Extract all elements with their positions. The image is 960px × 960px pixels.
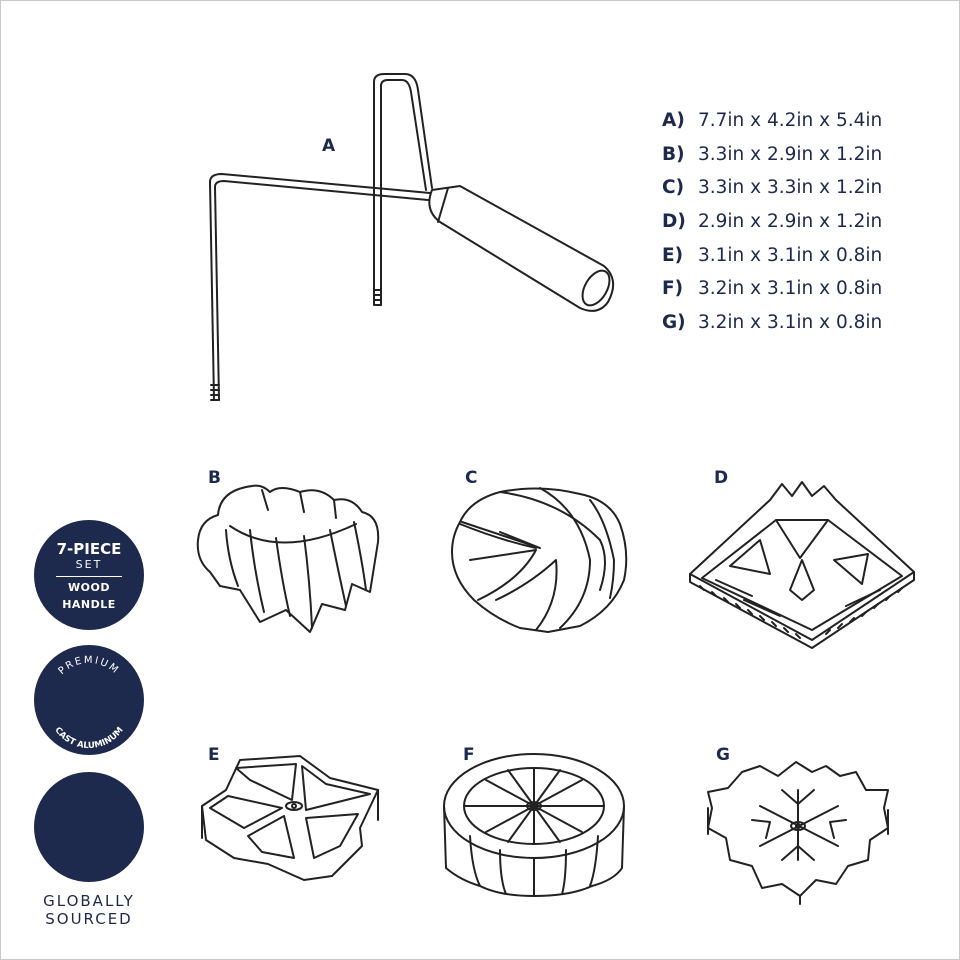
mold-f-drawing: [443, 753, 625, 897]
svg-text:CAST ALUMINUM: CAST ALUMINUM: [52, 725, 125, 751]
dimension-value: 7.7in x 4.2in x 5.4in: [698, 110, 883, 132]
mold-d-drawing: [689, 481, 915, 649]
badge-line1: WOOD: [68, 581, 110, 594]
mold-g-drawing: [707, 761, 889, 905]
label-d: D: [714, 468, 729, 488]
dimension-key: G): [662, 311, 686, 333]
dimension-key: C): [662, 177, 685, 199]
dimensions-list: A) 7.7in x 4.2in x 5.4in B) 3.3in x 2.9i…: [662, 104, 882, 339]
svg-text:PREMIUM: PREMIUM: [56, 655, 121, 677]
badge-cast-aluminum-text: CAST ALUMINUM: [52, 725, 125, 751]
dimension-key: D): [662, 211, 686, 233]
badge-divider: [56, 576, 122, 577]
badge-subtitle: SET: [75, 558, 103, 571]
mold-c-drawing: [451, 487, 628, 633]
dimension-key: F): [662, 278, 684, 300]
dimension-row: B) 3.3in x 2.9in x 1.2in: [662, 138, 882, 172]
dimension-row: A) 7.7in x 4.2in x 5.4in: [662, 104, 882, 138]
label-c: C: [465, 468, 478, 488]
dimension-key: A): [662, 110, 685, 132]
badge-ring-text: PREMIUM CAST ALUMINUM: [52, 655, 125, 751]
dimension-row: E) 3.1in x 3.1in x 0.8in: [662, 238, 882, 272]
mold-b-drawing: [196, 484, 380, 633]
cast-aluminum-badge: PREMIUM CAST ALUMINUM: [34, 645, 144, 755]
dimension-value: 3.1in x 3.1in x 0.8in: [698, 244, 883, 266]
badge-title: 7-PIECE: [56, 540, 122, 558]
globally-sourced-badge: [34, 772, 144, 882]
label-a: A: [322, 136, 336, 156]
label-b: B: [208, 468, 221, 488]
label-e: E: [208, 745, 220, 765]
dimension-row: C) 3.3in x 3.3in x 1.2in: [662, 171, 882, 205]
dimension-value: 3.3in x 2.9in x 1.2in: [698, 143, 883, 165]
dimension-row: F) 3.2in x 3.1in x 0.8in: [662, 272, 882, 306]
globally-text: GLOBALLY: [43, 892, 135, 910]
dimension-key: E): [662, 244, 684, 266]
dimension-row: G) 3.2in x 3.1in x 0.8in: [662, 306, 882, 340]
dimension-row: D) 2.9in x 2.9in x 1.2in: [662, 205, 882, 239]
rosette-handle-drawing: [209, 73, 615, 401]
dimension-value: 3.3in x 3.3in x 1.2in: [698, 177, 883, 199]
dimension-value: 3.2in x 3.1in x 0.8in: [698, 311, 883, 333]
dimension-value: 3.2in x 3.1in x 0.8in: [698, 278, 883, 300]
dimension-key: B): [662, 143, 685, 165]
dimension-value: 2.9in x 2.9in x 1.2in: [698, 211, 883, 233]
sourced-text: SOURCED: [45, 910, 133, 928]
piece-set-badge: 7-PIECE SET WOOD HANDLE: [34, 520, 144, 630]
mold-e-drawing: [201, 755, 379, 881]
label-f: F: [463, 745, 475, 765]
badge-line2: HANDLE: [62, 598, 116, 611]
badge-premium-text: PREMIUM: [56, 655, 119, 677]
label-g: G: [716, 745, 730, 765]
